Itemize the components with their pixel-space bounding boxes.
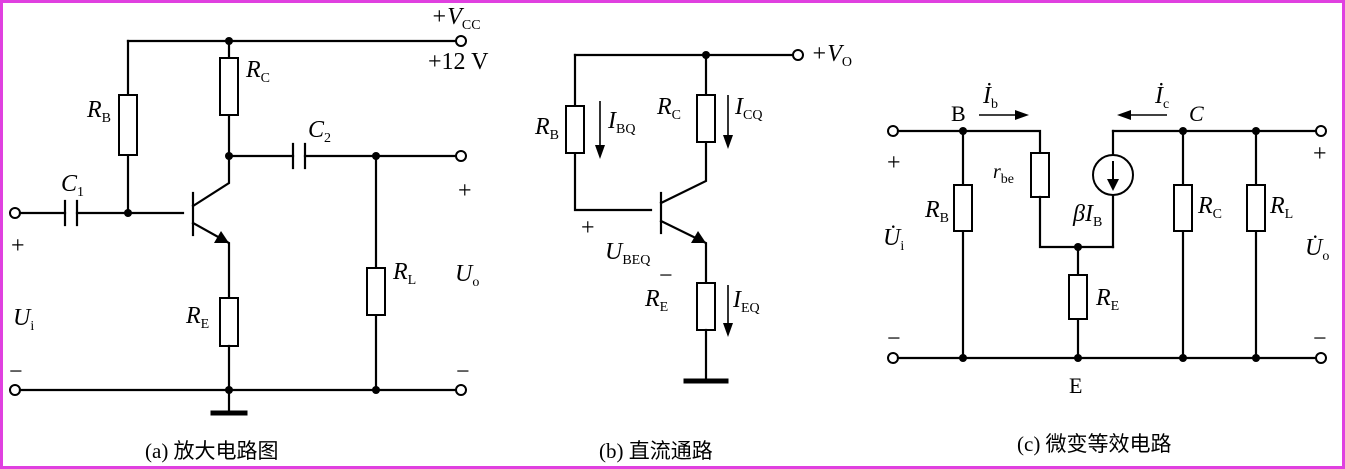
a-output-plus: +: [458, 178, 472, 204]
a-rc-resistor: [219, 57, 239, 116]
circuit-a: +VCC +12 V RB RC C1 C2 RE RL Ui Uo + + −…: [9, 4, 489, 463]
c-input-minus: −: [887, 326, 901, 352]
b-ieq-label: IEQ: [732, 287, 760, 316]
a-rl-label: RL: [392, 259, 416, 288]
c-ic-label: İc: [1154, 83, 1169, 112]
c-node-c: C: [1189, 101, 1204, 126]
a-rb-resistor: [118, 94, 138, 156]
c-uo-label: U̇o: [1305, 235, 1329, 264]
b-ibq-label: IBQ: [607, 108, 635, 137]
a-uo-label: Uo: [455, 261, 479, 290]
a-rl-resistor: [366, 267, 386, 316]
a-vcc-terminal: [455, 35, 467, 47]
b-rb-label: RB: [534, 114, 559, 143]
a-input-minus: −: [9, 359, 23, 385]
a-re-resistor: [219, 297, 239, 347]
c-beta-ib-label: βIB: [1072, 201, 1102, 230]
b-rb-resistor: [565, 105, 585, 154]
c-input-plus: +: [887, 150, 901, 176]
c-output-plus: +: [1313, 141, 1327, 167]
a-output-terminal: [455, 150, 467, 162]
a-c1-capacitor: [63, 199, 79, 227]
c-input-terminal: [887, 125, 899, 137]
a-ui-label: Ui: [13, 305, 34, 334]
c-rc-label: RC: [1197, 193, 1222, 222]
c-rl-label: RL: [1269, 193, 1293, 222]
b-rc-label: RC: [656, 94, 681, 123]
c-rb-label: RB: [924, 197, 949, 226]
a-vcc-label: +VCC: [431, 4, 481, 33]
a-input-plus: +: [11, 233, 25, 259]
a-re-label: RE: [185, 303, 209, 332]
a-supply-label: +12 V: [428, 49, 489, 75]
c-ui-label: U̇i: [883, 225, 904, 254]
a-input-terminal: [9, 207, 21, 219]
b-minus: −: [659, 263, 673, 289]
c-node-b: B: [951, 101, 966, 126]
b-re-resistor: [696, 282, 716, 331]
caption-c: (c) 微变等效电路: [1017, 432, 1172, 456]
a-rc-label: RC: [245, 57, 270, 86]
b-icq-label: ICQ: [734, 94, 762, 123]
caption-a: (a) 放大电路图: [145, 439, 279, 463]
c-rl-resistor: [1246, 184, 1266, 232]
a-c2-label: C2: [308, 117, 331, 146]
b-vcc-terminal: [792, 49, 804, 61]
b-ubeq-label: UBEQ: [605, 239, 650, 268]
circuit-b: +VO RB IBQ RC ICQ + UBEQ − RE IEQ (b) 直流…: [534, 41, 852, 463]
c-rc-resistor: [1173, 184, 1193, 232]
a-c1-label: C1: [61, 171, 84, 200]
c-node-e: E: [1069, 373, 1082, 398]
c-output-minus: −: [1313, 326, 1327, 352]
c-rbe-resistor: [1030, 152, 1050, 198]
circuit-c: B C E İb İc rbe βIB RB RC RL RE U̇i U̇o …: [883, 83, 1329, 456]
a-rb-label: RB: [86, 97, 111, 126]
c-rb-resistor: [953, 184, 973, 232]
c-re-resistor: [1068, 274, 1088, 320]
b-vo-label: +VO: [811, 41, 852, 70]
circuit-figure: +VCC +12 V RB RC C1 C2 RE RL Ui Uo + + −…: [9, 4, 1329, 463]
c-rbe-label: rbe: [993, 161, 1014, 187]
c-re-label: RE: [1095, 285, 1119, 314]
b-rc-resistor: [696, 94, 716, 143]
c-ib-label: İb: [982, 83, 998, 112]
a-c2-capacitor: [291, 142, 307, 170]
c-output-terminal: [1315, 125, 1327, 137]
caption-b: (b) 直流通路: [599, 439, 713, 463]
a-output-minus: −: [456, 359, 470, 385]
b-plus: +: [581, 215, 595, 241]
b-re-label: RE: [644, 286, 668, 315]
